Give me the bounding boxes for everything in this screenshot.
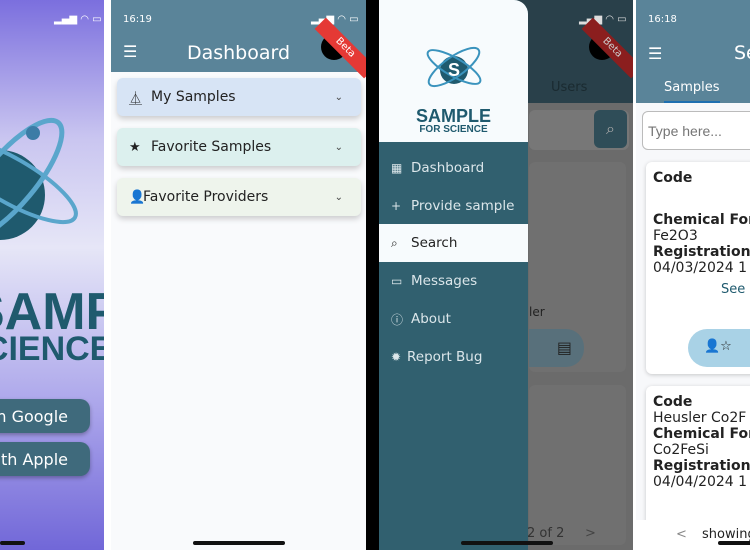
search-icon: ⌕ bbox=[391, 235, 398, 250]
status-time: 16:18 bbox=[648, 14, 677, 25]
tab-samples[interactable]: Samples bbox=[664, 80, 720, 103]
navigation-drawer: S SAMPLE FOR SCIENCE ▦ Dashboard + Provide… bbox=[379, 0, 528, 550]
atom-logo-icon bbox=[0, 117, 78, 243]
formula-value: Co2FeSi bbox=[653, 442, 709, 458]
home-indicator bbox=[193, 541, 285, 545]
drawer-screen: ▂▄▆ ◠ ▭ Beta Users ⌕ ler ▤ 2 of 2 > S SA… bbox=[379, 0, 633, 550]
tab-users: Users bbox=[551, 80, 588, 95]
dimmed-card bbox=[529, 385, 626, 545]
drawer-item-label: Dashboard bbox=[411, 160, 485, 176]
home-indicator bbox=[461, 541, 553, 545]
login-screen: ▂▄▆ ◠ ▭ SAMPLE FOR SCIENCE Sign in with … bbox=[0, 0, 104, 550]
person-icon: 👤 bbox=[129, 189, 146, 205]
grid-icon: ▦ bbox=[391, 161, 403, 175]
drawer-item-dashboard[interactable]: ▦ Dashboard bbox=[379, 149, 528, 187]
dashboard-screen: 16:19 ▂▄▆ ◠ ▭ ☰ Dashboard Beta ⏅ My Sampl… bbox=[111, 0, 366, 550]
message-icon: ▭ bbox=[391, 274, 403, 288]
app-bar: 16:18 ☰ Se Samples bbox=[636, 0, 750, 103]
drawer-item-search[interactable]: ⌕ Search bbox=[379, 224, 528, 262]
note-icon: ▤ bbox=[529, 329, 584, 367]
accordion-label: Favorite Providers bbox=[143, 189, 269, 205]
bug-icon: ✹ bbox=[391, 350, 402, 364]
divider bbox=[366, 0, 379, 550]
menu-icon[interactable]: ☰ bbox=[648, 44, 663, 63]
drawer-item-label: About bbox=[411, 311, 451, 327]
logo-text-line2: FOR SCIENCE bbox=[0, 330, 104, 368]
drawer-item-label: Report Bug bbox=[407, 349, 483, 365]
field-label: Chemical For bbox=[653, 212, 750, 228]
accordion-my-samples[interactable]: ⏅ My Samples ⌄ bbox=[117, 78, 361, 116]
field-label: Chemical For bbox=[653, 426, 750, 442]
drawer-item-about[interactable]: ⓘ About bbox=[379, 300, 528, 338]
provider-favorite-button[interactable]: 👤☆ bbox=[688, 329, 750, 367]
status-icons: ▂▄▆ ◠ ▭ bbox=[54, 14, 102, 25]
sign-in-apple-label: Sign in with Apple bbox=[0, 449, 68, 469]
logo-text-line1: SAMPLE bbox=[415, 106, 491, 126]
status-icons: ▂▄▆ ◠ ▭ bbox=[579, 14, 627, 25]
pagination-text: 2 of 2 bbox=[527, 526, 565, 541]
pagination-text: showing bbox=[702, 527, 750, 542]
app-bar: 16:19 ▂▄▆ ◠ ▭ ☰ Dashboard Beta bbox=[111, 0, 366, 79]
accordion-label: Favorite Samples bbox=[151, 139, 272, 155]
svg-text:S: S bbox=[448, 60, 460, 80]
accordion-favorite-providers[interactable]: 👤Favorite Providers ⌄ bbox=[117, 178, 361, 216]
field-label: Code bbox=[653, 170, 693, 186]
search-screen: 16:18 ☰ Se Samples Code Chemical For Fe2… bbox=[636, 0, 750, 550]
home-indicator bbox=[718, 541, 750, 545]
see-details-link[interactable]: See bbox=[721, 282, 746, 297]
drawer-item-label: Messages bbox=[411, 273, 478, 289]
page-title: Dashboard bbox=[186, 42, 291, 64]
logo-text-line1: SAMPLE bbox=[0, 283, 104, 341]
sample-card: Code Chemical For Fe2O3 Registration 04/… bbox=[646, 162, 750, 374]
next-page-button: > bbox=[585, 526, 596, 541]
sign-in-google-label: Sign in with Google bbox=[0, 406, 68, 426]
field-label: Registration bbox=[653, 244, 750, 260]
registration-value: 04/04/2024 1 bbox=[653, 474, 748, 490]
drawer-logo: S SAMPLE FOR SCIENCE bbox=[379, 0, 528, 142]
accordion-label: My Samples bbox=[151, 89, 236, 105]
prev-page-button[interactable]: < bbox=[676, 527, 687, 542]
flask-icon: ⏅ bbox=[129, 91, 143, 107]
drawer-item-provide-sample[interactable]: + Provide sample bbox=[379, 187, 528, 225]
sign-in-apple-button[interactable]: Sign in with Apple bbox=[0, 442, 90, 476]
chevron-down-icon: ⌄ bbox=[334, 191, 343, 203]
formula-value: Fe2O3 bbox=[653, 228, 698, 244]
field-label: Code bbox=[653, 394, 693, 410]
drawer-item-messages[interactable]: ▭ Messages bbox=[379, 262, 528, 300]
drawer-item-label: Provide sample bbox=[411, 198, 515, 214]
page-title: Se bbox=[734, 42, 750, 64]
info-icon: ⓘ bbox=[391, 312, 404, 327]
search-button: ⌕ bbox=[594, 110, 627, 148]
sample-card: Code Heusler Co2F Chemical For Co2FeSi R… bbox=[646, 386, 750, 526]
code-value: Heusler Co2F bbox=[653, 410, 747, 426]
dimmed-text: ler bbox=[529, 305, 545, 319]
drawer-item-label: Search bbox=[411, 235, 458, 251]
drawer-item-report-bug[interactable]: ✹ Report Bug bbox=[379, 338, 528, 376]
plus-icon: + bbox=[391, 199, 402, 213]
field-label: Registration bbox=[653, 458, 750, 474]
registration-value: 04/03/2024 1 bbox=[653, 260, 748, 276]
chevron-down-icon: ⌄ bbox=[334, 141, 343, 153]
menu-icon[interactable]: ☰ bbox=[123, 42, 138, 61]
atom-logo-icon: S bbox=[426, 46, 482, 88]
logo-text-line2: FOR SCIENCE bbox=[419, 124, 488, 135]
home-indicator bbox=[0, 541, 25, 545]
sign-in-google-button[interactable]: Sign in with Google bbox=[0, 399, 90, 433]
pagination-bar: < showing bbox=[636, 520, 750, 550]
status-time: 16:19 bbox=[123, 14, 152, 25]
chevron-down-icon: ⌄ bbox=[334, 91, 343, 103]
search-input[interactable] bbox=[642, 111, 750, 150]
status-icons: ▂▄▆ ◠ ▭ bbox=[311, 14, 359, 25]
star-icon: ★ bbox=[129, 139, 141, 155]
accordion-favorite-samples[interactable]: ★ Favorite Samples ⌄ bbox=[117, 128, 361, 166]
